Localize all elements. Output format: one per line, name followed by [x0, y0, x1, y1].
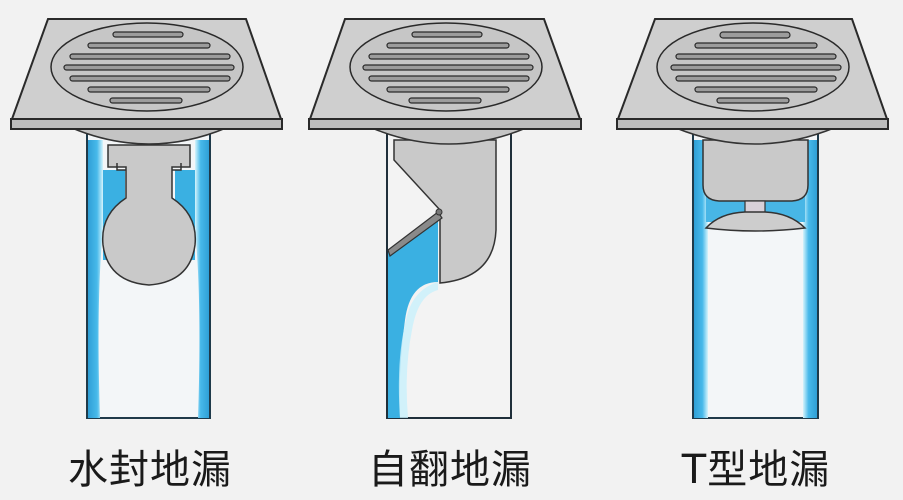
- drain-label-self-flip: 自翻地漏: [368, 447, 532, 493]
- drain-water-seal: [10, 18, 283, 419]
- drain-grate-plate: [308, 18, 582, 130]
- drain-label-t-type: T型地漏: [681, 447, 831, 493]
- drain-grate-plate: [616, 18, 889, 130]
- drain-collar: [71, 127, 227, 145]
- drain-grate-plate: [10, 18, 283, 130]
- drain-collar: [675, 127, 835, 145]
- drain-label-water-seal: 水封地漏: [68, 447, 232, 493]
- water-seal-cap: [101, 144, 197, 286]
- drain-t-type: [616, 18, 889, 419]
- t-valve: [702, 139, 809, 232]
- drain-collar: [371, 127, 527, 145]
- self-flip-flap: [387, 139, 497, 284]
- drain-self-flip: [308, 18, 582, 419]
